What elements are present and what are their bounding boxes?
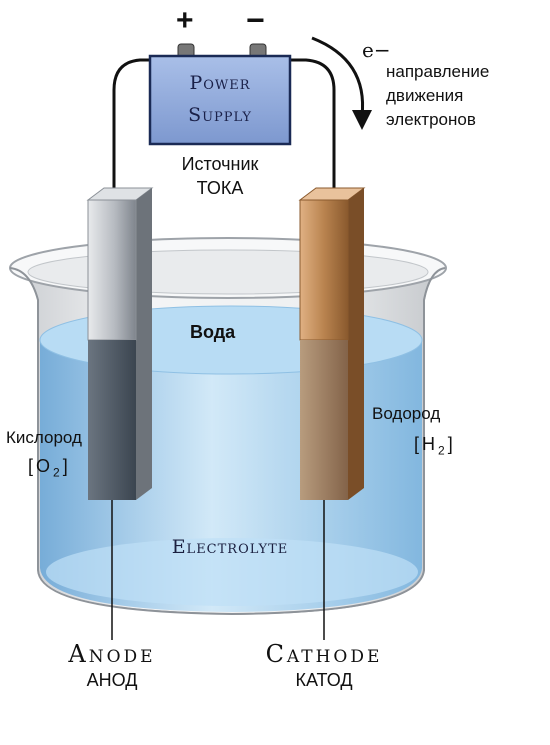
anode-electrode	[86, 187, 154, 500]
anode-dry-face	[87, 199, 137, 341]
anode-wet-face	[88, 340, 136, 500]
water-label: Вода	[190, 322, 236, 342]
electron-arrowhead	[352, 110, 372, 130]
anode-wire	[112, 58, 186, 196]
hydrogen-formula-subscript: 2	[438, 443, 448, 458]
anode-label-ru: АНОД	[86, 670, 138, 690]
plus-sign: +	[176, 4, 194, 37]
power-supply-line1: Power	[189, 72, 251, 94]
cathode-side-face	[348, 188, 364, 500]
electron-caption-line1: направление	[386, 62, 490, 81]
oxygen-formula-subscript: 2	[53, 465, 63, 480]
cathode-electrode	[298, 187, 366, 500]
cathode-wire	[258, 58, 336, 196]
hydrogen-label: Водород	[372, 404, 441, 423]
anode-side-face	[136, 188, 152, 500]
anode-label-en: Anode	[68, 640, 156, 668]
electron-flow-arrow	[311, 36, 365, 117]
power-supply-line2: Supply	[188, 104, 252, 126]
water-bottom	[46, 538, 418, 606]
beaker-front-outline	[9, 267, 446, 616]
electron-caption-line2: движения	[386, 86, 464, 105]
electron-symbol: e−	[362, 38, 391, 62]
oxygen-formula: [O2]	[28, 456, 71, 480]
oxygen-formula-close: ]	[62, 456, 71, 476]
wires	[112, 58, 336, 196]
hydrogen-formula-close: ]	[447, 434, 456, 454]
cathode-dry-face	[299, 199, 349, 341]
battery-body	[148, 54, 292, 146]
cathode-label-en: Cathode	[265, 640, 383, 668]
oxygen-formula-base: [O	[28, 456, 54, 476]
cathode-label-ru: КАТОД	[295, 670, 353, 690]
minus-sign: −	[246, 2, 265, 38]
hydrogen-formula: [H2]	[414, 434, 456, 458]
electron-caption-line3: электронов	[386, 110, 476, 129]
hydrogen-formula-base: [H	[414, 434, 438, 454]
power-source-caption-line1: Источник	[181, 154, 259, 174]
cathode-wet-face	[300, 340, 348, 500]
electrolyte-label: Electrolyte	[171, 536, 289, 558]
power-source-caption-line2: ТОКА	[196, 178, 244, 198]
oxygen-label: Кислород	[6, 428, 82, 447]
power-supply	[148, 43, 292, 146]
